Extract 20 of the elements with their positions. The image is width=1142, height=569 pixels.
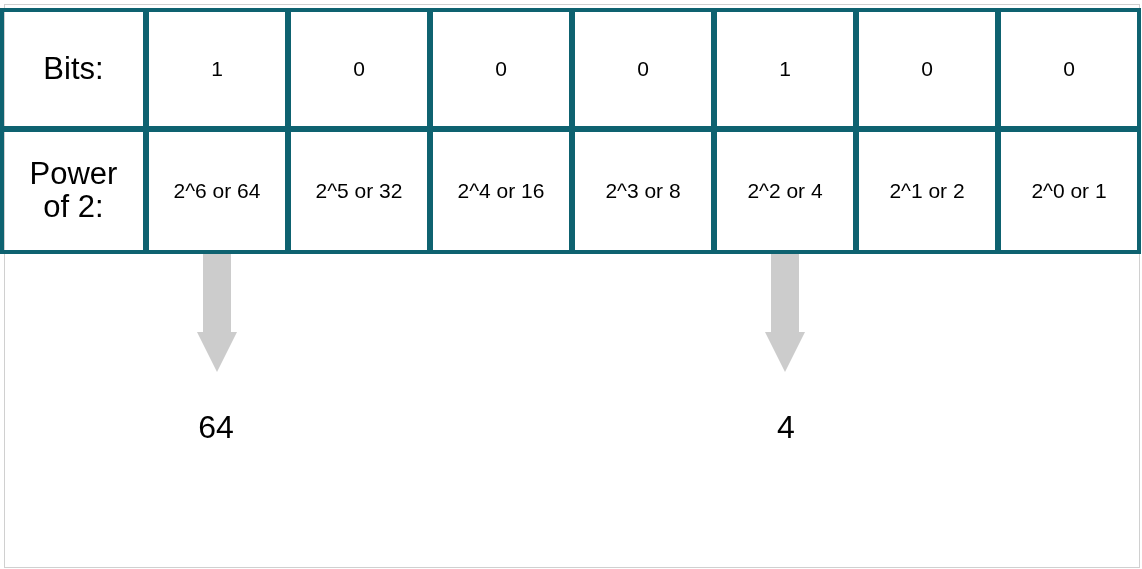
table-cell: 0 bbox=[429, 8, 573, 130]
down-arrow bbox=[765, 254, 805, 372]
table-cell: 0 bbox=[287, 8, 431, 130]
table-cell: 0 bbox=[997, 8, 1141, 130]
result-value: 4 bbox=[736, 372, 836, 449]
result-value: 64 bbox=[166, 372, 266, 449]
down-arrow bbox=[197, 254, 237, 372]
table-cell: 2^1 or 2 bbox=[855, 128, 999, 254]
table-cell: 2^4 or 16 bbox=[429, 128, 573, 254]
row-header-cell: Power of 2: bbox=[0, 128, 147, 254]
table-cell: 2^6 or 64 bbox=[145, 128, 289, 254]
table-cell: 2^0 or 1 bbox=[997, 128, 1141, 254]
table-cell: 1 bbox=[713, 8, 857, 130]
table-cell: 1 bbox=[145, 8, 289, 130]
table-cell: 2^3 or 8 bbox=[571, 128, 715, 254]
table-cell: 2^5 or 32 bbox=[287, 128, 431, 254]
row-header-cell: Bits: bbox=[0, 8, 147, 130]
table-cell: 2^2 or 4 bbox=[713, 128, 857, 254]
table-cell: 0 bbox=[855, 8, 999, 130]
table-cell: 0 bbox=[571, 8, 715, 130]
